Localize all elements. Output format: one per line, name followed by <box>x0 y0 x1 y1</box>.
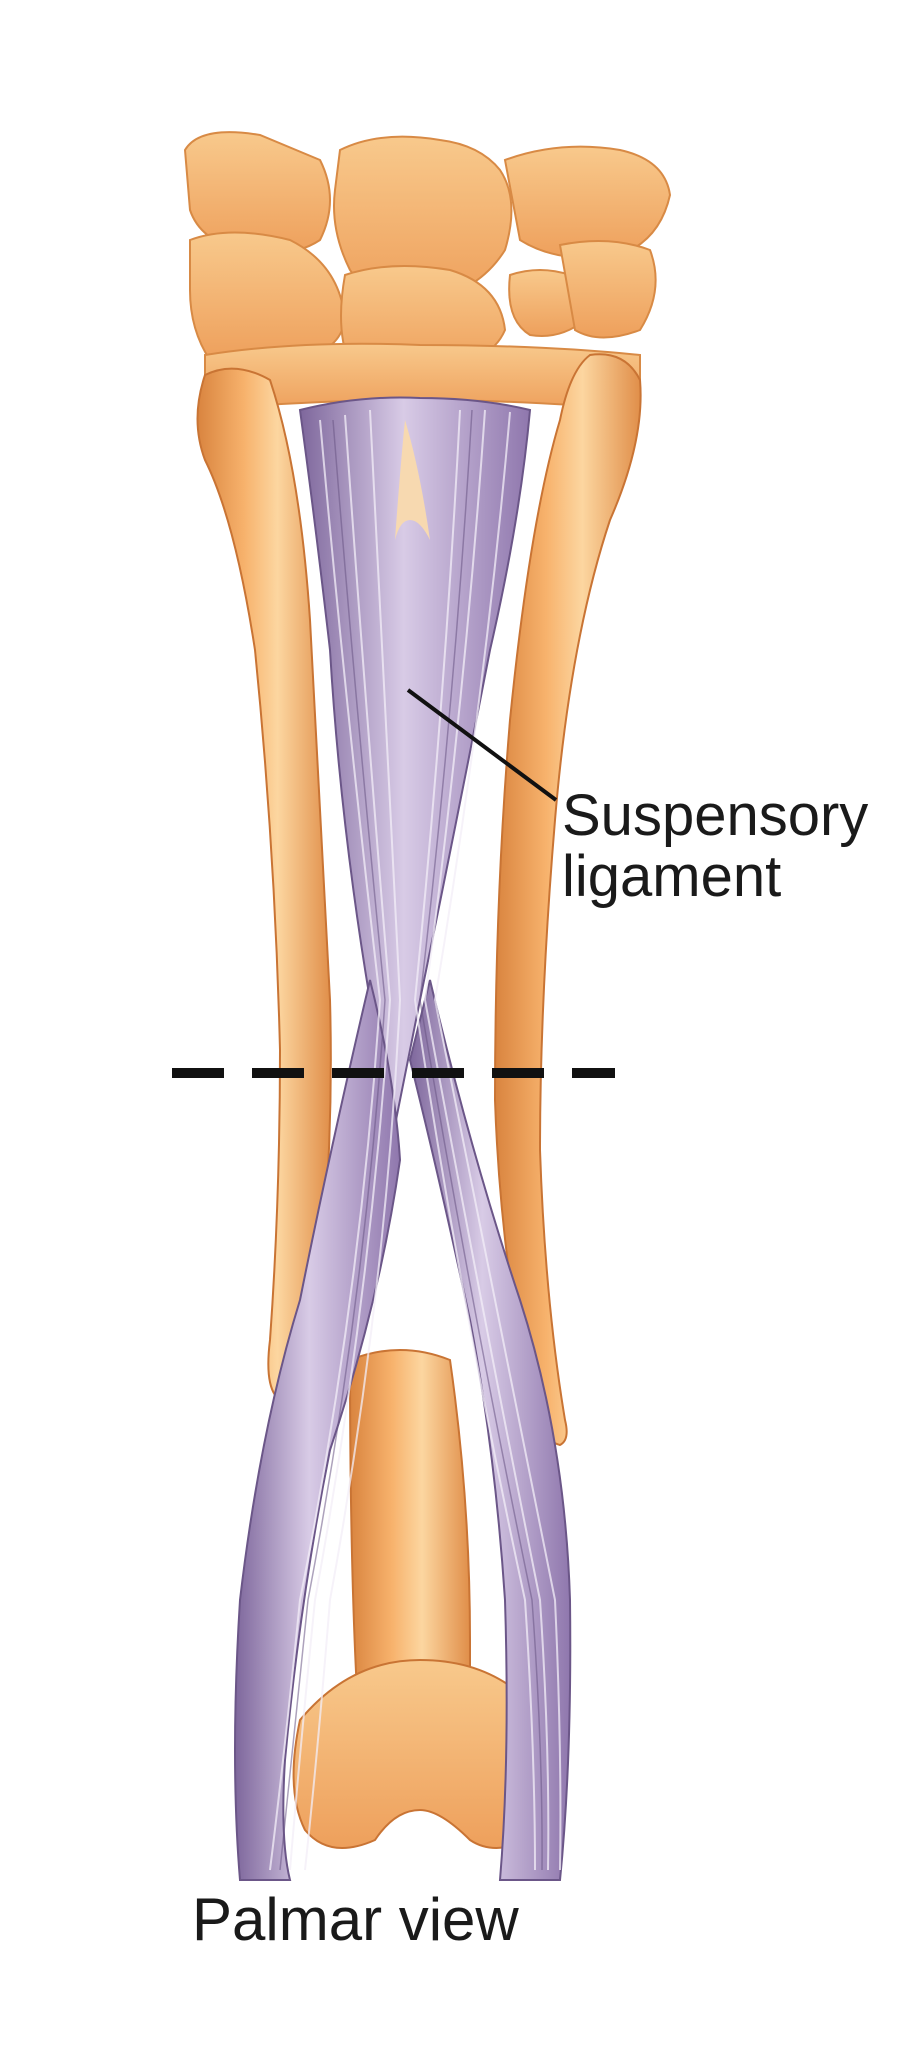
splint-bone-left <box>196 367 332 1397</box>
label-line-2: ligament <box>562 843 782 909</box>
view-caption: Palmar view <box>192 1886 519 1953</box>
cannon-bone <box>348 1349 472 1741</box>
suspensory-ligament-label: Suspensory ligament <box>562 783 869 909</box>
distal-condyle <box>292 1658 559 1849</box>
carpal-bones <box>183 131 672 372</box>
leader-line <box>406 688 558 802</box>
ligament-branch-left <box>234 979 402 1881</box>
ligament-notch <box>395 420 430 540</box>
label-line-1: Suspensory <box>562 783 869 848</box>
ligament-fibers <box>269 409 562 1871</box>
splint-bone-right <box>493 353 642 1447</box>
